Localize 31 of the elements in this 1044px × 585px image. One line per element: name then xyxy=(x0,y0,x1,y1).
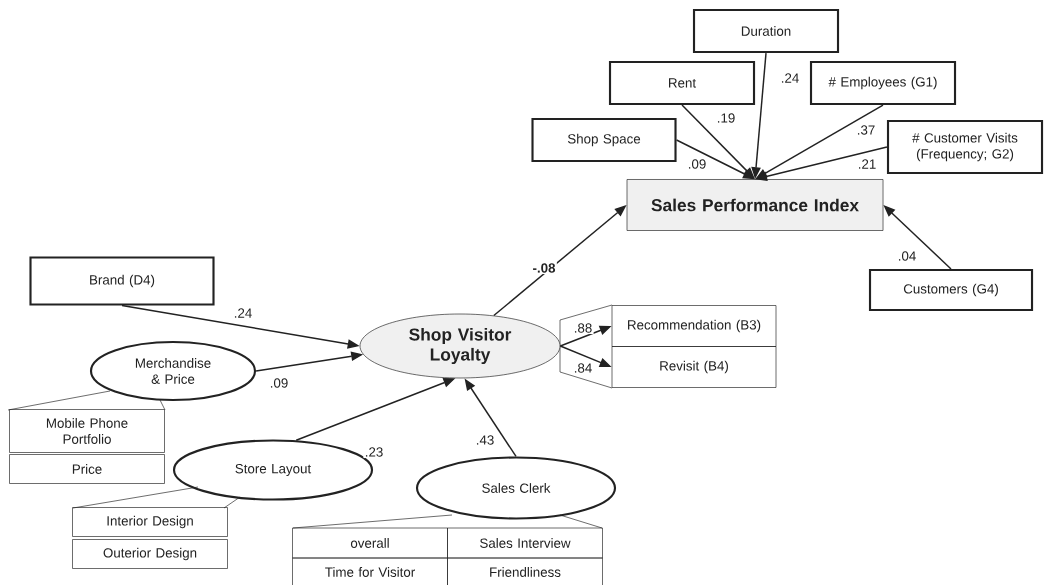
edge-label: .88 xyxy=(572,321,594,335)
edge-label: .21 xyxy=(856,158,878,170)
edge-label: -.08 xyxy=(531,261,557,275)
variable-box: # Customer Visits (Frequency; G2) xyxy=(886,119,1044,175)
edge-label: .24 xyxy=(779,72,801,84)
variable-box: Friendliness xyxy=(447,557,603,585)
variable-box: Shop Space xyxy=(531,117,677,163)
edge-label: .43 xyxy=(474,433,496,447)
variable-box: Brand (D4) xyxy=(29,256,215,306)
variable-box: overall xyxy=(292,527,448,559)
variable-box: Customers (G4) xyxy=(868,268,1034,312)
variable-box: Revisit (B4) xyxy=(611,346,777,388)
variable-box: Rent xyxy=(608,60,756,106)
variable-box: Price xyxy=(9,454,165,484)
edge-label: .37 xyxy=(855,123,877,137)
edge-label: .24 xyxy=(232,307,254,319)
edge-label: .09 xyxy=(686,157,708,171)
edge-label: .23 xyxy=(363,445,385,459)
variable-box: Time for Visitor xyxy=(292,557,448,585)
variable-box: Mobile Phone Portfolio xyxy=(9,409,165,453)
variable-box: Recommendation (B3) xyxy=(611,305,777,347)
variable-box: # Employees (G1) xyxy=(809,60,957,106)
variable-box: Duration xyxy=(692,8,840,54)
variable-box: Sales Interview xyxy=(447,527,603,559)
edge-label: .09 xyxy=(268,376,290,390)
variable-box: Outerior Design xyxy=(72,539,228,569)
edge-label: .84 xyxy=(572,361,594,375)
variable-box: Sales Performance Index xyxy=(626,179,884,231)
edge-label: .19 xyxy=(715,111,737,125)
variable-box: Interior Design xyxy=(72,507,228,537)
edge-label: .04 xyxy=(896,249,918,263)
